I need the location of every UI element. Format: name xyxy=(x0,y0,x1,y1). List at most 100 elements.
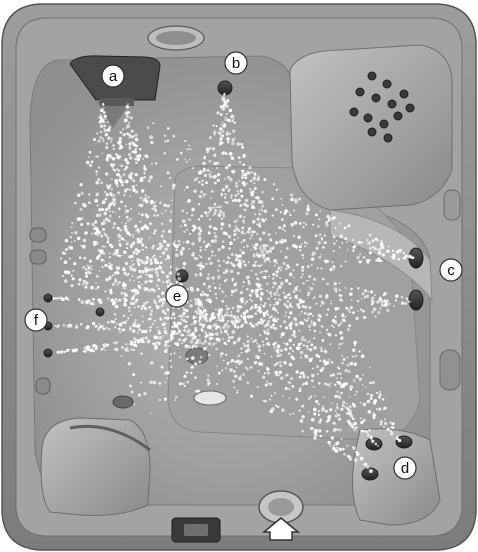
spray-droplet xyxy=(183,262,186,265)
spray-droplet xyxy=(241,169,244,172)
spray-droplet xyxy=(86,231,88,233)
spray-droplet xyxy=(254,174,257,177)
spray-droplet xyxy=(309,340,311,342)
spray-droplet xyxy=(352,311,355,314)
spray-droplet xyxy=(132,242,135,245)
spray-droplet xyxy=(162,251,166,255)
spray-droplet xyxy=(142,316,144,318)
spray-droplet xyxy=(99,116,103,120)
spray-droplet xyxy=(222,326,225,329)
spray-droplet xyxy=(89,260,92,263)
spray-droplet xyxy=(251,234,253,236)
spray-droplet xyxy=(242,181,245,184)
spray-droplet xyxy=(228,336,230,338)
spray-droplet xyxy=(334,307,338,311)
spray-droplet xyxy=(67,325,70,328)
spray-droplet xyxy=(108,266,111,269)
spray-droplet xyxy=(319,331,321,333)
spray-droplet xyxy=(66,349,69,352)
spray-droplet xyxy=(117,272,120,275)
spray-droplet xyxy=(118,155,121,158)
spray-droplet xyxy=(65,248,68,251)
spray-droplet xyxy=(250,289,254,293)
spray-droplet xyxy=(111,178,113,180)
spray-droplet xyxy=(342,318,346,322)
spray-droplet xyxy=(100,125,104,129)
spray-droplet xyxy=(371,440,374,443)
spray-droplet xyxy=(222,338,224,340)
spray-droplet xyxy=(123,250,126,253)
spray-droplet xyxy=(242,286,244,288)
spray-droplet xyxy=(205,314,207,316)
spray-droplet xyxy=(346,444,348,446)
spray-droplet xyxy=(215,347,218,350)
spray-droplet xyxy=(218,264,221,267)
spray-droplet xyxy=(189,159,191,161)
spray-droplet xyxy=(172,312,176,316)
spray-droplet xyxy=(109,154,112,157)
spray-droplet xyxy=(257,344,261,348)
spray-droplet xyxy=(327,308,329,310)
spray-droplet xyxy=(229,368,233,372)
spray-droplet xyxy=(221,332,223,334)
spray-droplet xyxy=(194,376,197,379)
spray-droplet xyxy=(167,243,171,247)
spray-droplet xyxy=(243,203,246,206)
spray-droplet xyxy=(258,209,260,211)
spray-droplet xyxy=(279,353,282,356)
spray-droplet xyxy=(284,230,286,232)
spray-droplet xyxy=(258,213,261,216)
spray-droplet xyxy=(101,259,104,262)
spray-droplet xyxy=(194,310,197,313)
spray-droplet xyxy=(304,306,307,309)
spray-droplet xyxy=(75,349,77,351)
spray-droplet xyxy=(274,392,276,394)
spray-droplet xyxy=(240,347,242,349)
spray-droplet xyxy=(270,295,272,297)
spray-droplet xyxy=(233,239,235,241)
spray-droplet xyxy=(392,422,395,425)
spray-droplet xyxy=(351,299,353,301)
spray-droplet xyxy=(176,272,180,276)
spray-droplet xyxy=(240,360,243,363)
spray-droplet xyxy=(339,282,341,284)
spray-droplet xyxy=(404,302,407,305)
spray-droplet xyxy=(184,338,186,340)
spray-droplet xyxy=(200,246,202,248)
spray-droplet xyxy=(291,321,293,323)
spray-droplet xyxy=(117,227,120,230)
spray-droplet xyxy=(244,345,247,348)
spray-droplet xyxy=(106,158,110,162)
spray-droplet xyxy=(220,227,223,230)
spray-droplet xyxy=(144,173,146,175)
spray-droplet xyxy=(354,344,356,346)
spray-droplet xyxy=(284,303,286,305)
spray-droplet xyxy=(121,237,124,240)
spray-droplet xyxy=(282,395,284,397)
spray-droplet xyxy=(301,266,304,269)
spray-droplet xyxy=(107,241,110,244)
spray-droplet xyxy=(325,410,328,413)
spray-droplet xyxy=(122,128,124,130)
spray-droplet xyxy=(128,310,130,312)
spray-droplet xyxy=(347,328,350,331)
spray-droplet xyxy=(95,181,99,185)
spray-droplet xyxy=(270,325,273,328)
spray-droplet xyxy=(234,326,236,328)
spray-droplet xyxy=(389,303,391,305)
spray-droplet xyxy=(285,268,287,270)
spray-droplet xyxy=(289,273,293,277)
spray-droplet xyxy=(140,197,143,200)
spray-droplet xyxy=(131,391,134,394)
callout-a: a xyxy=(102,65,124,87)
spray-droplet xyxy=(286,343,288,345)
spray-droplet xyxy=(231,330,235,334)
spray-droplet xyxy=(222,122,224,124)
spray-droplet xyxy=(226,311,228,313)
spray-droplet xyxy=(162,301,165,304)
spray-droplet xyxy=(88,300,90,302)
spray-droplet xyxy=(374,443,377,446)
spray-droplet xyxy=(149,329,152,332)
spray-droplet xyxy=(294,200,298,204)
spray-droplet xyxy=(184,140,186,142)
